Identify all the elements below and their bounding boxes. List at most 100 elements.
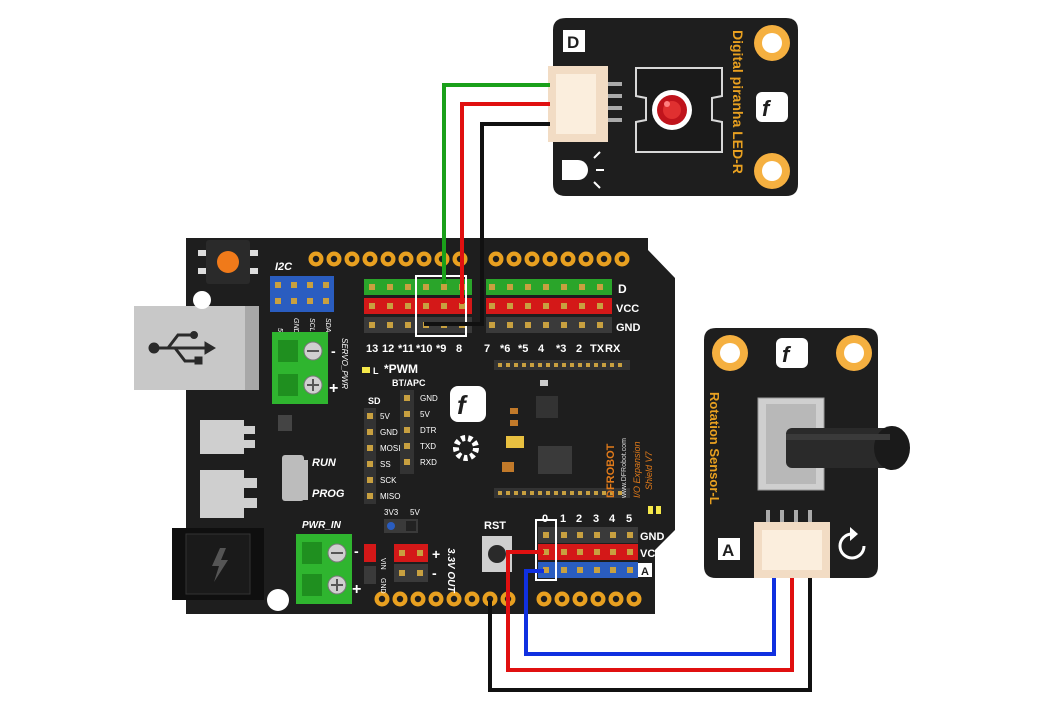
pin <box>594 567 600 573</box>
sensor-module-title: Rotation Sensor-L <box>707 392 722 505</box>
row-label-a-gnd: GND <box>640 531 665 543</box>
pin <box>610 549 616 555</box>
pin <box>387 303 393 309</box>
i2c-pin-sda: SDA <box>324 318 331 333</box>
dc-power-jack <box>172 528 264 600</box>
btapc-pin-label: DTR <box>420 426 437 435</box>
digital-pin-number: *6 <box>500 343 510 355</box>
row-label-a: A <box>641 566 649 578</box>
svg-text:-: - <box>354 543 359 559</box>
pin <box>369 284 375 290</box>
pin <box>423 284 429 290</box>
pin <box>369 322 375 328</box>
volt-select-5v: 5V <box>410 508 420 517</box>
dfrobot-logo-icon: f <box>450 386 486 422</box>
i2c-pin-block <box>270 276 334 312</box>
pin <box>543 567 549 573</box>
led-l-label: L <box>373 366 379 376</box>
pin <box>489 284 495 290</box>
pwr-in-label: PWR_IN <box>302 520 342 531</box>
sd-pin-label: 5V <box>380 412 390 421</box>
digital-pin-number: *9 <box>436 343 446 355</box>
digital-pin-9-highlight <box>415 275 467 337</box>
row-label-a-vcc: VCC <box>640 548 663 560</box>
svg-text:-: - <box>432 565 437 581</box>
digital-pin-number: 4 <box>538 343 545 355</box>
btapc-pin-label: RXD <box>420 458 437 467</box>
pin <box>597 303 603 309</box>
pin <box>441 303 447 309</box>
pin <box>610 532 616 538</box>
digital-pin-number: 12 <box>382 343 394 355</box>
pin <box>579 284 585 290</box>
gear-icon <box>453 435 479 461</box>
pin <box>423 303 429 309</box>
sd-pin-label: GND <box>380 428 398 437</box>
servo-power-terminal <box>272 332 328 404</box>
analog-pin-number: 3 <box>593 513 599 525</box>
led-mount-hole-bottom <box>754 153 790 189</box>
pin <box>507 284 513 290</box>
usb-icon <box>148 331 216 365</box>
io-expansion-shield: I2C 5V GND SCL SDA - + SERVO_PWR <box>134 238 675 614</box>
analog-pin-number: 4 <box>609 513 616 525</box>
piranha-led <box>635 67 723 153</box>
analog-pin-rows <box>538 527 638 578</box>
row-label-gnd: GND <box>616 322 641 334</box>
prog-label: PROG <box>312 488 345 500</box>
sensor-mount-hole-right <box>836 335 872 371</box>
btapc-label: BT/APC <box>392 378 426 388</box>
led-connector <box>548 66 622 142</box>
rotate-icon <box>838 527 866 560</box>
wires <box>424 83 812 692</box>
led-mount-hole-top <box>754 25 790 61</box>
pin <box>405 284 411 290</box>
pwr-in-terminal <box>296 534 352 604</box>
pin <box>543 284 549 290</box>
light-emit-icon <box>562 151 604 189</box>
usb-connector <box>134 306 259 390</box>
digital-pin-number: 8 <box>456 343 462 355</box>
led-type-letter: D <box>567 33 579 52</box>
pwm-note: *PWM <box>384 362 418 376</box>
digital-pin-number: 7 <box>484 343 490 355</box>
sensor-mount-hole-left <box>712 335 748 371</box>
pin <box>489 303 495 309</box>
svg-text:+: + <box>352 581 361 598</box>
pin <box>561 549 567 555</box>
svg-text:+: + <box>329 380 338 397</box>
row-label-d: D <box>618 282 627 296</box>
svg-text:-: - <box>331 343 336 359</box>
pin <box>577 567 583 573</box>
wire-led-ground <box>424 122 550 326</box>
pin <box>627 549 633 555</box>
sd-pin-label: MISO <box>380 492 400 501</box>
pin <box>561 567 567 573</box>
pin <box>525 322 531 328</box>
pin <box>507 303 513 309</box>
svg-text:f: f <box>762 96 772 121</box>
potentiometer <box>757 397 910 491</box>
row-label-a-box: A <box>638 563 652 578</box>
pin <box>387 284 393 290</box>
pin <box>543 303 549 309</box>
pin <box>610 567 616 573</box>
wire-sensor-power <box>506 550 794 672</box>
servo-pwr-label: SERVO_PWR <box>340 338 349 389</box>
sd-pin-label: MOSI <box>380 444 400 453</box>
pin <box>561 284 567 290</box>
volt-select-3v3: 3V3 <box>384 508 399 517</box>
pin <box>543 322 549 328</box>
run-prog-switch <box>282 455 304 501</box>
pin <box>507 322 513 328</box>
digital-pin-number: 2 <box>576 343 582 355</box>
digital-pin-number: RX <box>605 343 621 355</box>
svg-text:+: + <box>432 546 440 562</box>
wire-led-power <box>460 102 550 304</box>
wire-led-signal <box>442 83 550 284</box>
pin <box>441 284 447 290</box>
product-line-2: Shield V7 <box>644 450 654 490</box>
sd-pin-label: SS <box>380 460 391 469</box>
